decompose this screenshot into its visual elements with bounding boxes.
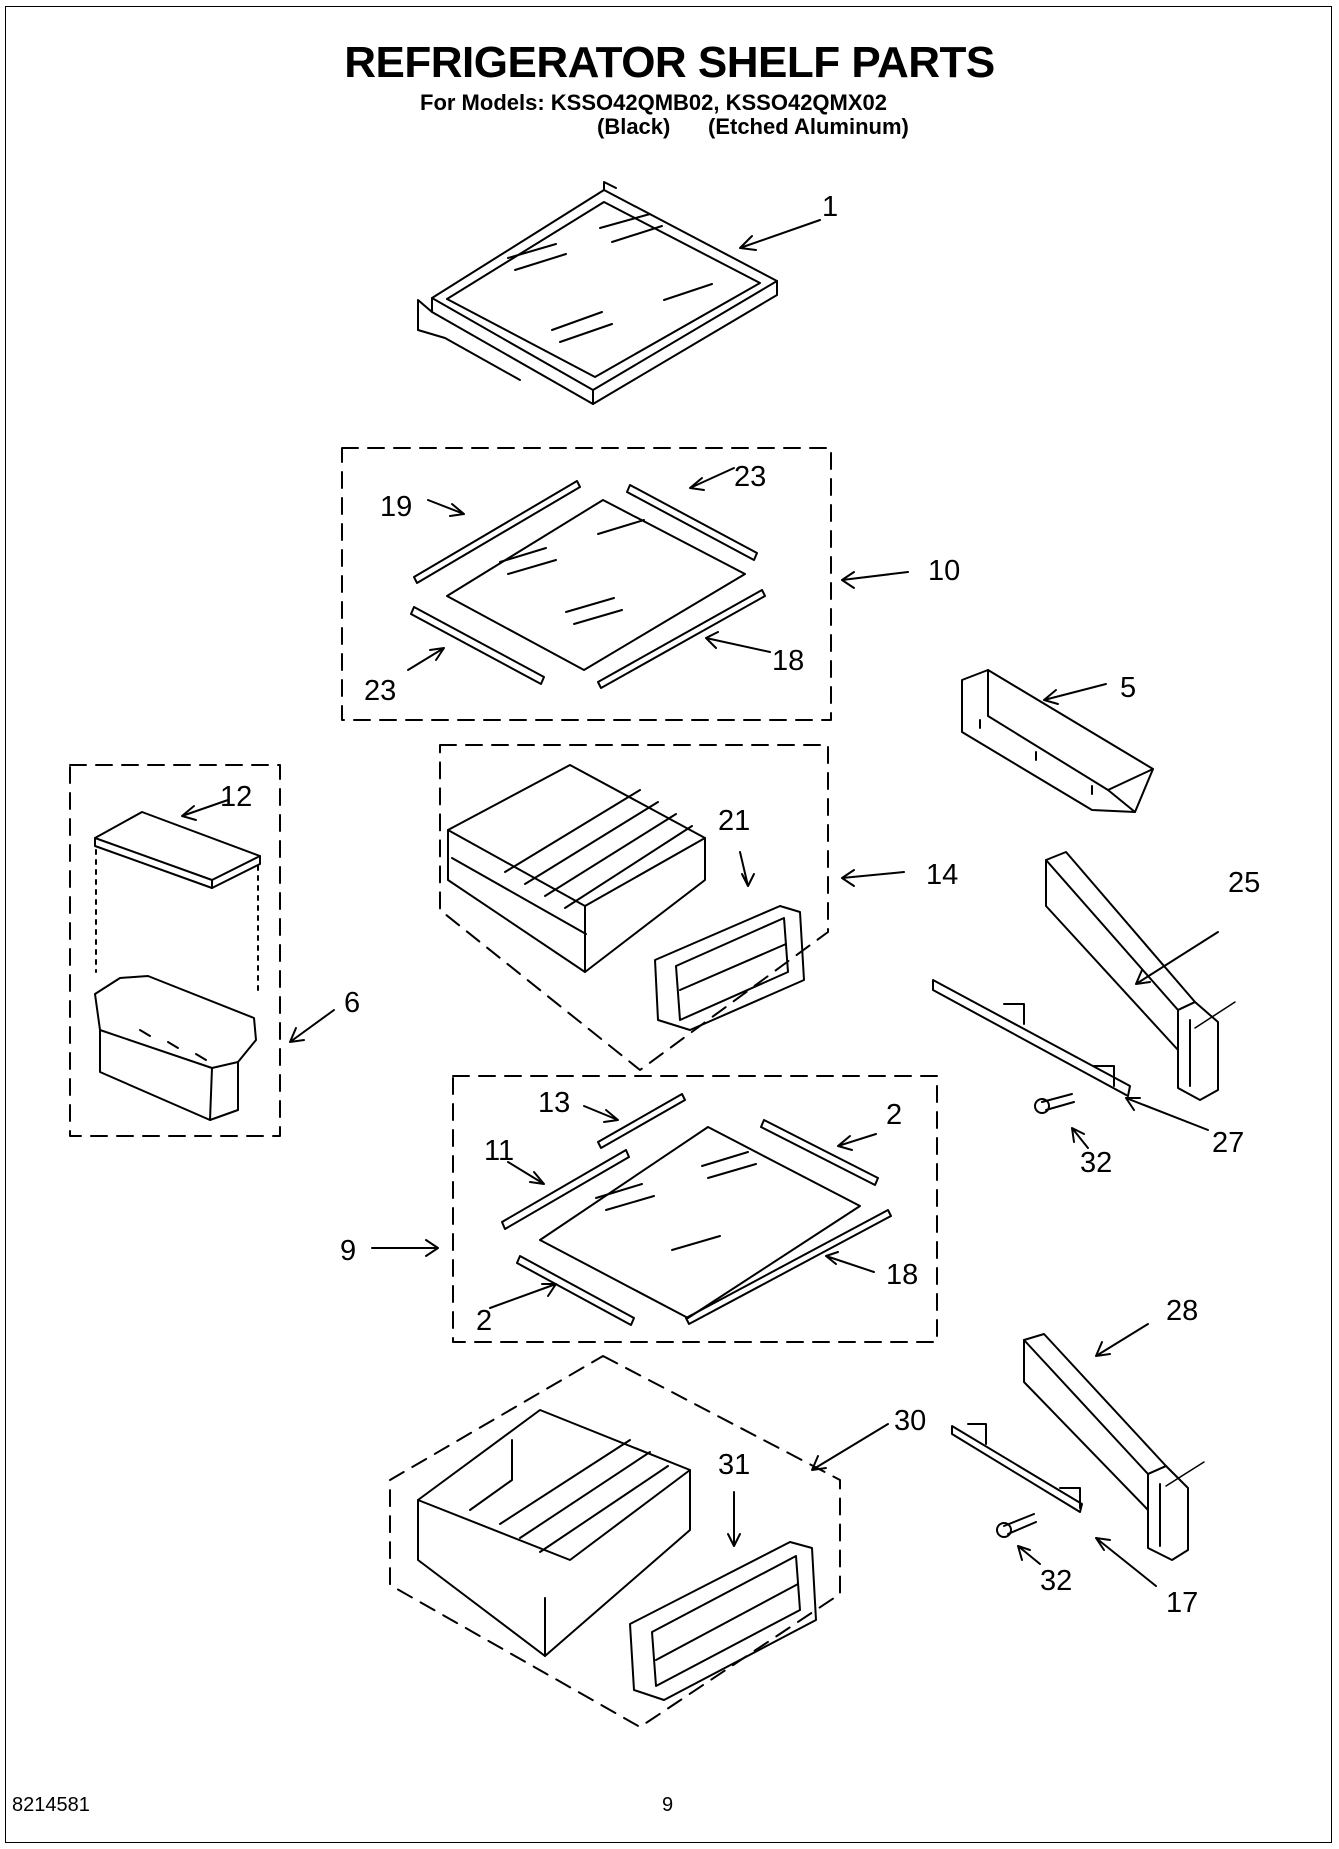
part-17-slide-rail [951, 1423, 1083, 1513]
callout-19: 19 [380, 491, 412, 523]
callout-31: 31 [718, 1449, 750, 1481]
part-32-screw-upper [1034, 1093, 1075, 1114]
callout-1: 1 [822, 191, 838, 223]
callout-18-lower: 18 [886, 1259, 918, 1291]
part-30-freezer-drawer [417, 1409, 691, 1657]
part-2-trim-left [516, 1255, 635, 1326]
callout-5: 5 [1120, 672, 1136, 704]
part-2-trim-right [760, 1119, 879, 1186]
callout-10: 10 [928, 555, 960, 587]
part-18-trim [597, 589, 766, 689]
group-6-box [69, 764, 281, 1137]
callout-30: 30 [894, 1405, 926, 1437]
part-19-trim [413, 480, 581, 584]
group-10-box [341, 447, 832, 721]
part-5-bracket [961, 669, 1154, 813]
callout-28: 28 [1166, 1295, 1198, 1327]
callout-23-top: 23 [734, 461, 766, 493]
part-glass-panel-lower [539, 1126, 861, 1319]
models-line: For Models: KSSO42QMB02, KSSO42QMX02 [420, 90, 888, 115]
page-number: 9 [662, 1794, 674, 1816]
part-28-drawer-slide-cover [1023, 1333, 1189, 1561]
variant-black: (Black) [597, 114, 671, 139]
group-30-box [389, 1355, 841, 1728]
callout-23-bottom: 23 [364, 675, 396, 707]
assembly-guide-lines-6 [95, 849, 259, 997]
part-23-trim-left [410, 606, 545, 685]
part-32-screw-lower [996, 1513, 1037, 1538]
part-13-trim [597, 1093, 686, 1149]
callout-11: 11 [484, 1135, 514, 1167]
leader-arrows [181, 219, 1219, 1587]
page-title: REFRIGERATOR SHELF PARTS [344, 38, 995, 87]
part-14-crisper-drawer [447, 764, 706, 973]
callout-32-lower: 32 [1040, 1565, 1072, 1597]
part-21-drawer-front [654, 905, 805, 1031]
part-11-trim [501, 1149, 630, 1230]
group-14-box [439, 744, 829, 1071]
callout-18-upper: 18 [772, 645, 804, 677]
part-27-slide-rail [932, 979, 1131, 1097]
page-border [5, 6, 1332, 1843]
group-9-box [452, 1075, 938, 1343]
assembly-guide-line-28 [1165, 1461, 1205, 1487]
callout-6: 6 [344, 987, 360, 1019]
assembly-guide-line-25 [1194, 1001, 1236, 1029]
part-1-shelf-assembly [417, 181, 778, 405]
part-18-trim-lower [685, 1209, 892, 1325]
part-23-trim-right [626, 484, 758, 561]
callout-21: 21 [718, 805, 750, 837]
callout-32-upper: 32 [1080, 1147, 1112, 1179]
document-number: 8214581 [12, 1794, 90, 1816]
callout-12: 12 [220, 781, 252, 813]
part-12-lid [94, 811, 261, 889]
callout-27: 27 [1212, 1127, 1244, 1159]
callout-25: 25 [1228, 867, 1260, 899]
callout-2-right: 2 [886, 1099, 902, 1131]
part-glass-panel-upper [446, 499, 746, 671]
part-31-drawer-front [629, 1541, 817, 1701]
part-25-drawer-slide-cover [1045, 851, 1219, 1101]
callout-14: 14 [926, 859, 958, 891]
callout-9: 9 [340, 1235, 356, 1267]
callout-13: 13 [538, 1087, 570, 1119]
variant-etched-aluminum: (Etched Aluminum) [708, 114, 909, 139]
part-6-bin [94, 975, 257, 1121]
callout-2-left: 2 [476, 1305, 492, 1337]
callout-17: 17 [1166, 1587, 1198, 1619]
